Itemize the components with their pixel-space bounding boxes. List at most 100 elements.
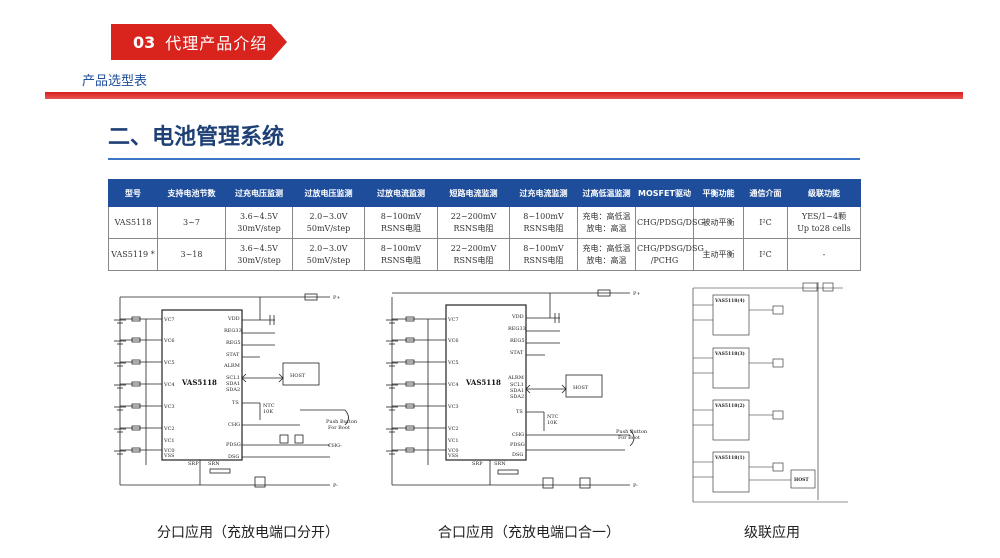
schematic-cascade: VAS5118(4) VAS5118(3) VAS5118(2) VAS5118… [692,282,848,503]
schematic-combined-port: VC7 VC6 VC5 VC4 VC3 VC2 VC1 VC0 VDD REG3… [386,289,648,489]
host-label: HOST [573,385,589,391]
schematic-separate-port: VC7 VC6 VC5 VC4 VC3 VC2 VC1 VC0 VDD REG3… [114,293,358,489]
chip-outline [712,347,750,389]
cell-line: RSNS电阻 [523,223,564,233]
column-header: MOSFET驱动 [635,179,694,207]
pin-label: VC3 [447,404,459,410]
pin-label: TS [232,400,239,406]
chip-label: VAS5118(2) [714,402,745,409]
button-label: For Boot [618,435,640,441]
pin-label: STAT [510,350,524,356]
header-divider [45,92,963,99]
column-header: 过充电压监测 [225,179,293,207]
pin-label: SRP [472,461,483,467]
cell-line: 2.0~3.0V [309,243,348,253]
cell-line: 3.6~4.5V [240,243,278,253]
ntc-label: NTC [263,403,275,409]
cell-cells: 3~7 [157,206,226,239]
cell-line: RSNS电阻 [453,223,494,233]
cell-line: Up to28 cells [797,223,851,233]
cell-comm: I²C [743,238,788,271]
chip-label: VAS5118(3) [714,350,745,357]
column-header: 级联功能 [787,179,861,207]
pin-label: ALRM [223,363,240,369]
pin-label: ALRM [507,375,524,381]
cell-comm: I²C [743,206,788,239]
cell-od: 8~100mV RSNS电阻 [364,238,438,271]
cell-fet: CHG/PDSG/DSG [635,206,704,239]
cell-line: 2.0~3.0V [309,211,348,221]
pin-label: CHG [512,432,524,438]
cell-temp: 充电：高低温放电：高温 [577,206,636,239]
pin-label: DSG [512,452,523,458]
pin-label: VSS [447,453,459,459]
pin-label: VC2 [447,426,459,432]
section-title: 代理产品介绍 [165,34,268,53]
button-label: For Boot [328,425,350,431]
chip-outline [712,399,750,441]
cell-line: 8~100mV [380,243,422,253]
cell-line: 8~100mV [523,211,564,221]
cell-uv: 2.0~3.0V 50mV/step [292,206,365,239]
chip-outline [712,294,750,336]
pin-label: VC4 [163,382,175,388]
pin-label: VDD [511,314,524,320]
chip-outline [445,304,527,461]
chip-label: VAS5118(1) [714,454,745,461]
pin-label: PDSG [226,442,241,448]
cell-line: RSNS电阻 [381,255,421,265]
cell-cells: 3~18 [157,238,226,271]
cell-line: /PCHG [650,255,679,265]
caption-separate-port: 分口应用（充放电端口分开） [157,525,339,541]
pin-label: TS [516,409,523,415]
cell-line: 放电：高温 [586,255,627,265]
pin-label: VC3 [163,404,175,410]
pin-label: REG5 [510,338,525,344]
cell-line: 50mV/step [306,223,351,233]
chip-label: VAS5118 [465,378,501,387]
port-label: P- [333,483,338,489]
pin-label: SRN [208,461,220,467]
pin-label: VDD [227,316,240,322]
chip-label: VAS5118 [181,378,217,387]
page-title: 二、电池管理系统 [108,125,285,150]
cell-line: 8~100mV [380,211,422,221]
cell-cascade: - [787,238,861,271]
pin-label: REG5 [226,340,241,346]
pin-label: DSG [228,454,239,460]
pin-label: SCL1 [510,382,524,388]
cell-od: 8~100mV RSNS电阻 [364,206,438,239]
pin-label: VC7 [447,317,459,323]
pin-label: VC0 [447,448,459,454]
port-label: P+ [333,295,341,301]
column-header: 支持电池节数 [157,179,226,207]
cell-line: 30mV/step [237,223,281,233]
pin-label: VC1 [163,438,175,444]
pin-label: VC0 [163,448,175,454]
column-header: 短路电流监测 [437,179,510,207]
pin-label: SRN [494,461,506,467]
column-header: 过放电流监测 [364,179,438,207]
ntc-label: 10K [547,420,557,426]
column-header: 过高低温监测 [577,179,636,207]
pin-label: VSS [163,453,175,459]
cell-line: 放电：高温 [586,223,627,233]
pin-label: SDA1 [510,388,524,394]
ntc-label: NTC [547,414,559,420]
pin-label: VC6 [163,338,175,344]
section-banner: 03 代理产品介绍 [111,24,287,60]
cell-line: CHG/PDSG/DSG [637,217,704,227]
cell-line: RSNS电阻 [381,223,421,233]
section-number: 03 [133,32,156,52]
host-box [790,469,816,489]
pin-label: SDA2 [226,387,240,393]
cell-line: CHG/PDSG/DSG [637,243,704,253]
cell-balance: 被动平衡 [693,206,744,239]
